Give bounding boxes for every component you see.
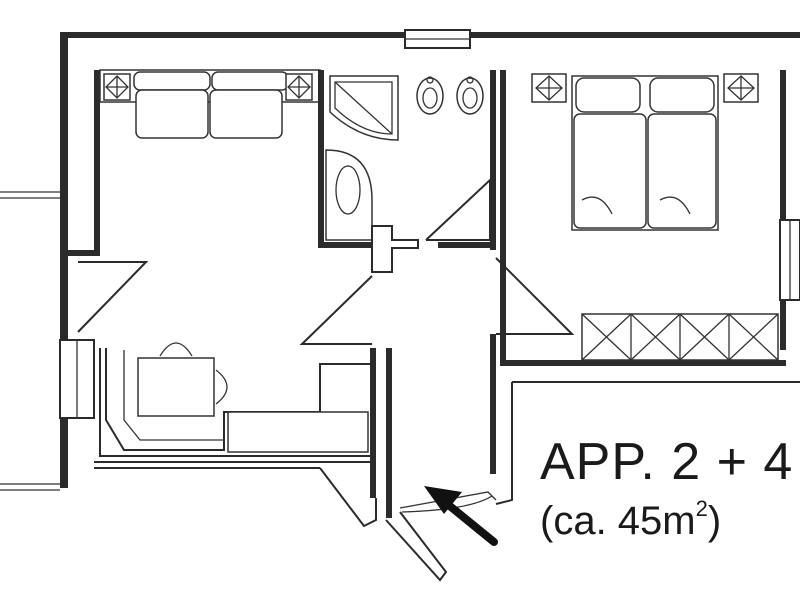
toilet-icon [416,76,444,115]
wardrobe-icon [581,313,779,361]
bathroom-door-swing [425,177,491,241]
left-nightstand-lamp-icon [103,73,131,101]
area-superscript: 2 [695,496,708,521]
top-window [404,29,471,49]
kitchen-walls [94,348,392,528]
hall-pillar [371,225,419,273]
outer-walls [60,32,800,350]
sofa [99,69,321,139]
area-prefix: (ca. 45m [540,499,696,543]
right-sofa-lamp-icon [285,73,313,101]
hall-door-swings [299,257,575,345]
corridor-walls [490,334,800,505]
apartment-title: APP. 2 + 4 [540,433,794,491]
bathroom-walls [318,70,496,250]
area-suffix: ) [707,499,722,543]
right-window [779,219,800,301]
left-window [59,256,95,488]
apartment-area: (ca. 45m2) [540,496,721,544]
entrance-arrow-icon [424,486,498,546]
bidet-icon [456,76,484,115]
shower-icon [329,75,399,141]
bathtub-sink-icon [325,149,373,241]
dining-table-icon [137,342,228,417]
kitchen-counter [99,348,370,457]
left-balcony [0,191,60,491]
bedroom-walls [500,70,786,366]
left-door-swing [77,261,149,333]
left-bedside-lamp-icon [531,73,567,103]
right-bedside-lamp-icon [723,73,759,103]
double-bed-icon [571,75,719,231]
entrance-door [385,491,497,582]
